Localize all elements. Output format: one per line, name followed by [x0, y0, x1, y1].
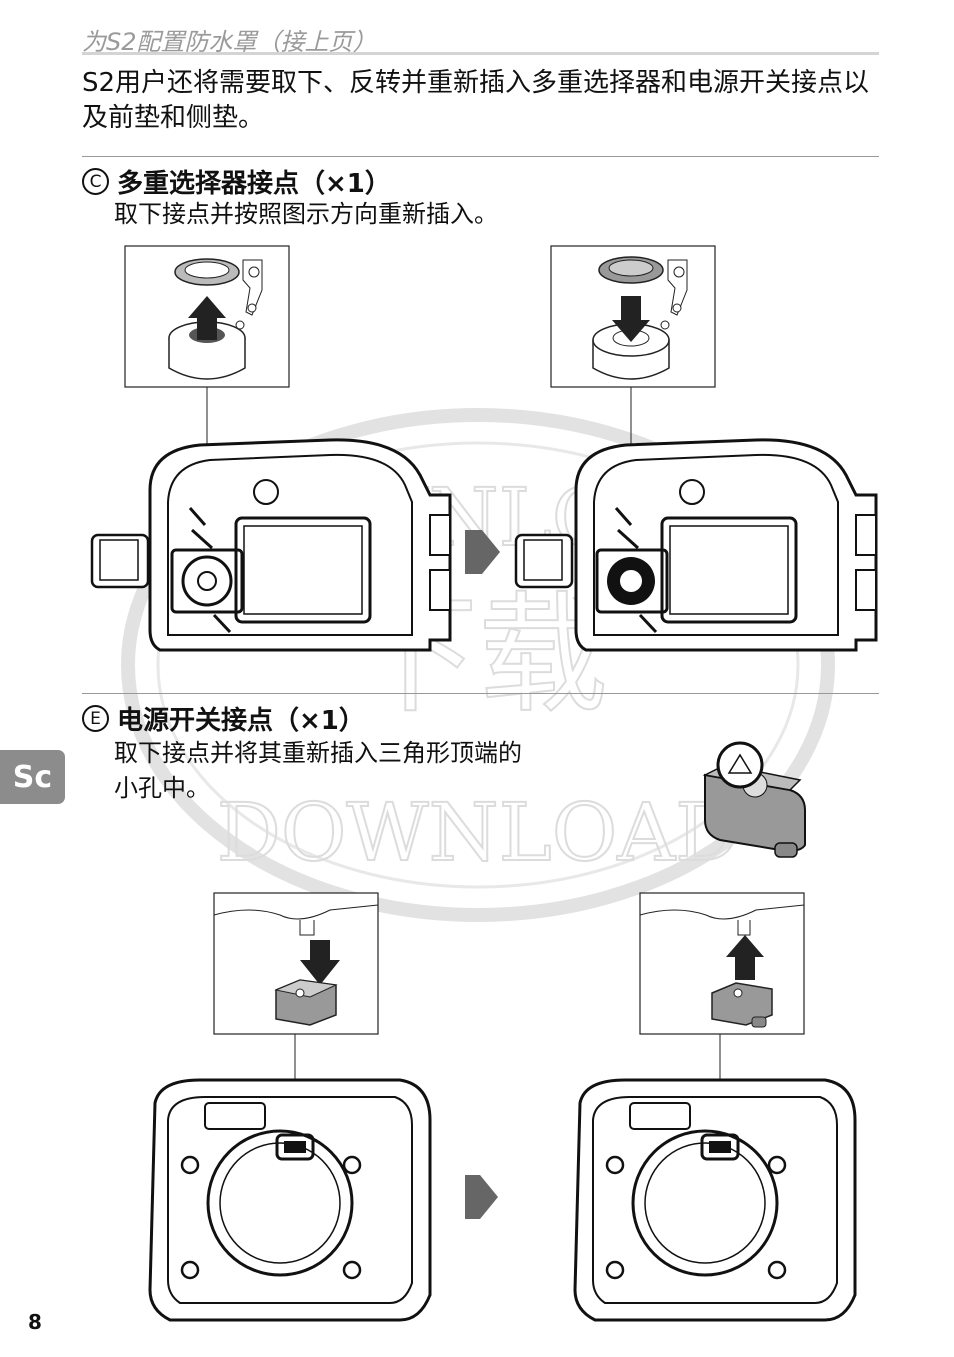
section-e-heading: E 电源开关接点（×1）	[82, 700, 365, 737]
language-tab: Sc	[0, 750, 65, 804]
circled-letter-e: E	[82, 705, 109, 732]
intro-paragraph: S2用户还将需要取下、反转并重新插入多重选择器和电源开关接点以及前垫和侧垫。	[82, 68, 870, 133]
header-divider	[82, 52, 879, 55]
section-e-title: 电源开关接点（×1）	[117, 706, 365, 736]
section-divider-c	[82, 156, 879, 157]
section-e-body-line1: 取下接点并将其重新插入三角形顶端的	[114, 739, 522, 767]
section-e-body-line2: 小孔中。	[114, 774, 210, 802]
circled-letter-c: C	[82, 168, 109, 195]
section-c-body: 取下接点并按照图示方向重新插入。	[114, 200, 498, 228]
page-number: 8	[28, 1310, 42, 1334]
svg-text:DOWNLOAD: DOWNLOAD	[217, 786, 740, 879]
section-divider-e	[82, 693, 879, 694]
multi-selector-removal-illustration	[90, 245, 878, 652]
section-c-title: 多重选择器接点（×1）	[117, 169, 391, 199]
power-switch-contact-illustration	[148, 741, 857, 1322]
page-header-title: 为S2配置防水罩（接上页）	[82, 28, 377, 56]
section-c-heading: C 多重选择器接点（×1）	[82, 163, 391, 200]
